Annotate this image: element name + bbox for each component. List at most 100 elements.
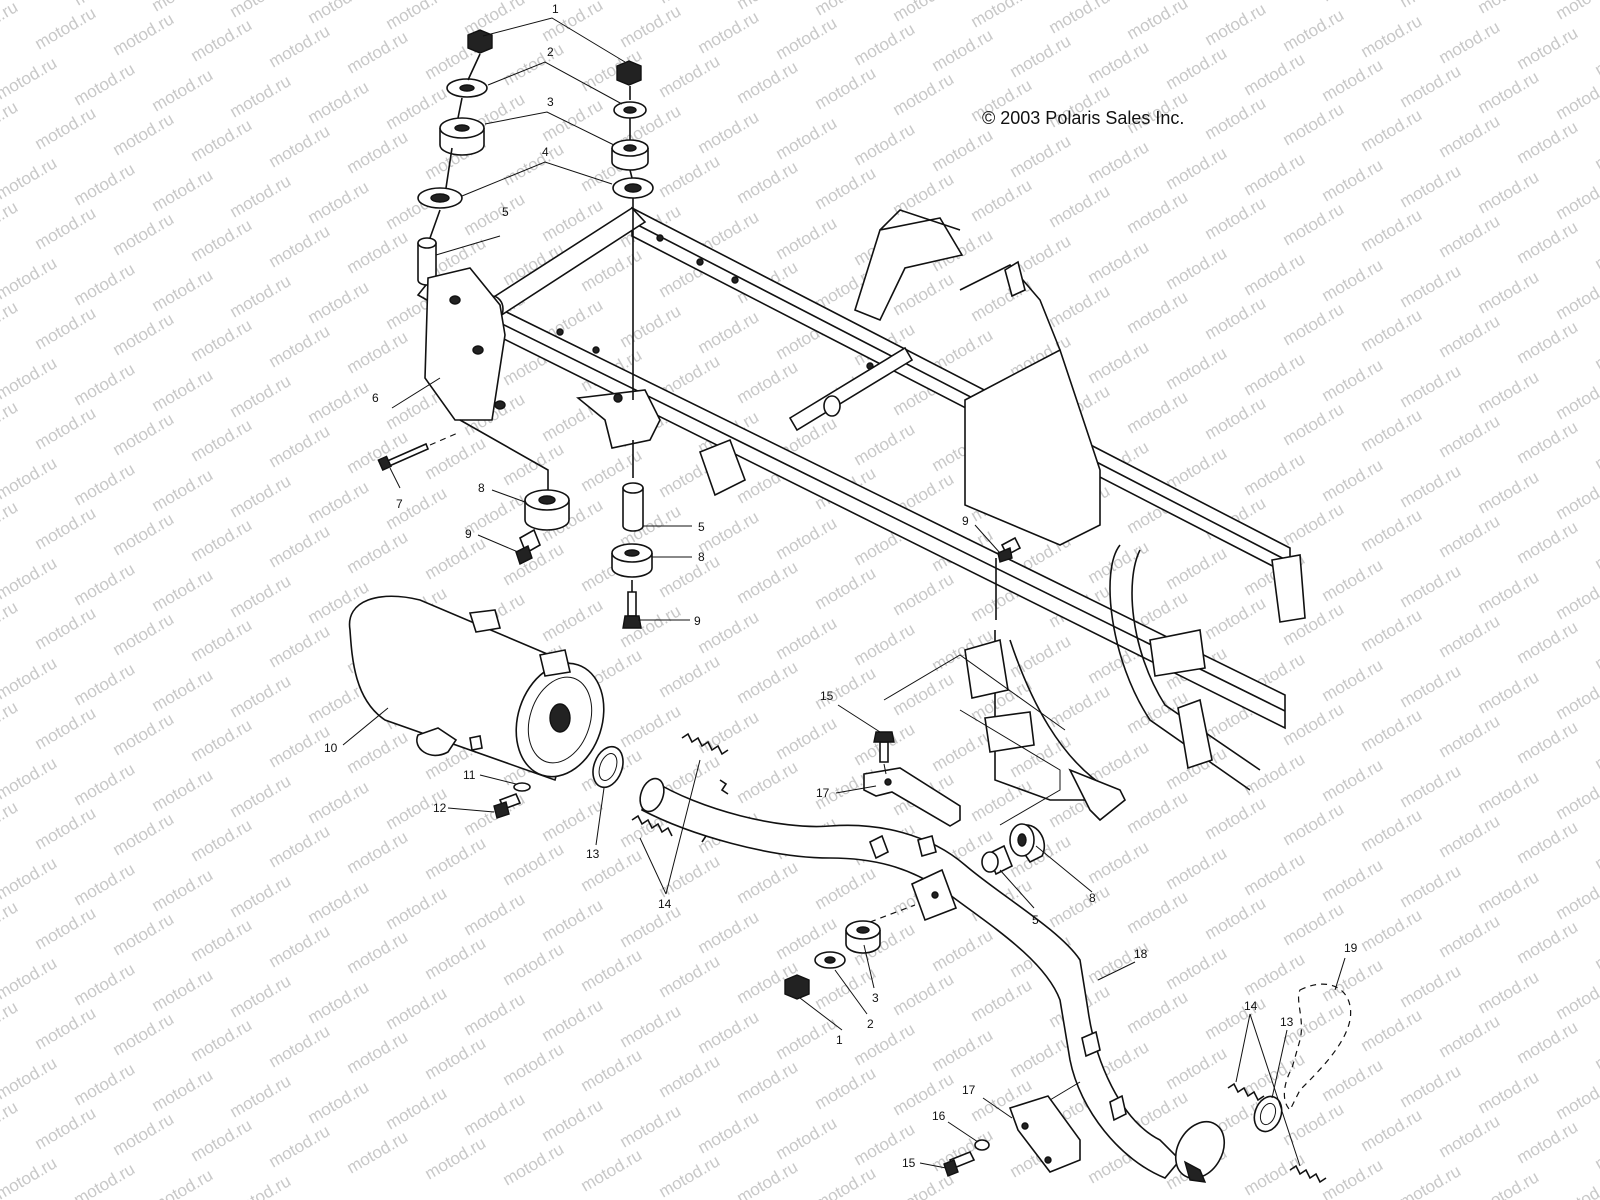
watermark-text: motod.ru — [1358, 605, 1426, 655]
watermark-text: motod.ru — [812, 563, 880, 613]
watermark-text: motod.ru — [1319, 455, 1387, 505]
watermark-text: motod.ru — [149, 565, 217, 615]
watermark-text: motod.ru — [1124, 187, 1192, 237]
watermark-text: motod.ru — [1514, 617, 1582, 667]
watermark-text: motod.ru — [344, 827, 412, 877]
watermark-text: motod.ru — [32, 703, 100, 753]
watermark-text: motod.ru — [1319, 0, 1387, 5]
watermark-text: motod.ru — [1085, 937, 1153, 987]
watermark-text: motod.ru — [1163, 343, 1231, 393]
watermark-text: motod.ru — [1592, 823, 1600, 873]
watermark-text: motod.ru — [1280, 199, 1348, 249]
rail-hole — [696, 258, 704, 266]
gasket-13b — [1253, 1095, 1283, 1133]
pipe-clip — [917, 835, 937, 857]
watermark-text: motod.ru — [1358, 905, 1426, 955]
watermark-text: motod.ru — [1514, 217, 1582, 267]
watermark-text: motod.ru — [1436, 411, 1504, 461]
washer-11 — [513, 782, 531, 792]
gasket-13b-inner — [1259, 1102, 1277, 1126]
muffler-mount-bracket — [576, 389, 661, 449]
watermark-text: motod.ru — [617, 701, 685, 751]
watermark-text: motod.ru — [188, 215, 256, 265]
watermark-text: motod.ru — [71, 259, 139, 309]
hanger-axis — [869, 904, 916, 923]
watermark-text: motod.ru — [0, 953, 60, 1003]
callout-1a: 1 — [552, 2, 559, 16]
watermark-text: motod.ru — [1514, 1117, 1582, 1167]
watermark-text: motod.ru — [1475, 267, 1543, 317]
watermark-text: motod.ru — [929, 1125, 997, 1175]
grommet-8a-hole — [538, 495, 556, 505]
watermark-text: motod.ru — [1514, 117, 1582, 167]
watermark-text: motod.ru — [227, 671, 295, 721]
watermark-text: motod.ru — [71, 559, 139, 609]
watermark-text: motod.ru — [1475, 867, 1543, 917]
spring-14b — [631, 814, 673, 837]
watermark-text: motod.ru — [1124, 987, 1192, 1037]
watermark-text: motod.ru — [1202, 893, 1270, 943]
watermark-text: motod.ru — [617, 301, 685, 351]
watermark-text: motod.ru — [1592, 29, 1600, 79]
watermark-text: motod.ru — [1202, 0, 1270, 49]
bolt-9c-head — [997, 547, 1013, 563]
watermark-text: motod.ru — [383, 0, 451, 33]
head-pipe-18 — [641, 778, 1182, 1179]
watermark-text: motod.ru — [344, 127, 412, 177]
watermark-text: motod.ru — [383, 883, 451, 933]
watermark-text: motod.ru — [968, 175, 1036, 225]
watermark-text: motod.ru — [734, 57, 802, 107]
watermark-text: motod.ru — [0, 153, 60, 203]
watermark-text: motod.ru — [266, 721, 334, 771]
engine-kickstand — [1068, 768, 1127, 822]
watermark-text: motod.ru — [734, 357, 802, 407]
watermark-text: motod.ru — [266, 421, 334, 471]
watermark-text: motod.ru — [0, 897, 21, 947]
watermark-text: motod.ru — [266, 21, 334, 71]
engine-top — [959, 264, 1061, 351]
watermark-text: motod.ru — [734, 1057, 802, 1107]
watermark-text: motod.ru — [1007, 131, 1075, 181]
watermark-text: motod.ru — [1202, 293, 1270, 343]
watermark-text: motod.ru — [461, 989, 529, 1039]
watermark-text: motod.ru — [0, 53, 60, 103]
watermark-text: motod.ru — [0, 297, 21, 347]
watermark-text: motod.ru — [422, 533, 490, 583]
watermark-text: motod.ru — [851, 19, 919, 69]
cross-tube-collar — [823, 395, 841, 417]
watermark-text: motod.ru — [32, 103, 100, 153]
cross-tube — [788, 346, 914, 432]
watermark-text: motod.ru — [149, 865, 217, 915]
watermark-text: motod.ru — [344, 527, 412, 577]
watermark-text: motod.ru — [812, 863, 880, 913]
watermark-text: motod.ru — [812, 0, 880, 19]
watermark-text: motod.ru — [266, 1021, 334, 1071]
watermark-text: motod.ru — [110, 409, 178, 459]
watermark-text: motod.ru — [71, 159, 139, 209]
watermark-text: motod.ru — [32, 3, 100, 53]
watermark-text: motod.ru — [1280, 99, 1348, 149]
watermark-text: motod.ru — [1046, 281, 1114, 331]
watermark-text: motod.ru — [1163, 843, 1231, 893]
callout-6: 6 — [372, 391, 379, 405]
bolt-9c — [995, 536, 1022, 620]
muffler-assembly — [348, 595, 605, 819]
watermark-text: motod.ru — [500, 39, 568, 89]
callout-19: 19 — [1344, 941, 1358, 955]
watermark-text: motod.ru — [110, 509, 178, 559]
leader-1a — [482, 17, 626, 63]
watermark-text: motod.ru — [149, 0, 217, 15]
watermark-text: motod.ru — [1124, 287, 1192, 337]
watermark-text: motod.ru — [0, 97, 21, 147]
watermark-text: motod.ru — [929, 125, 997, 175]
watermark-text: motod.ru — [344, 427, 412, 477]
watermark-text: motod.ru — [0, 497, 21, 547]
watermark-text: motod.ru — [656, 1151, 724, 1200]
watermark-text: motod.ru — [1241, 49, 1309, 99]
washer-2c-hole — [824, 956, 836, 964]
watermark-text: motod.ru — [1319, 255, 1387, 305]
watermark-text: motod.ru — [617, 901, 685, 951]
callout-3a: 3 — [547, 95, 554, 109]
watermark-text: motod.ru — [149, 1065, 217, 1115]
spring-hook — [719, 779, 729, 795]
